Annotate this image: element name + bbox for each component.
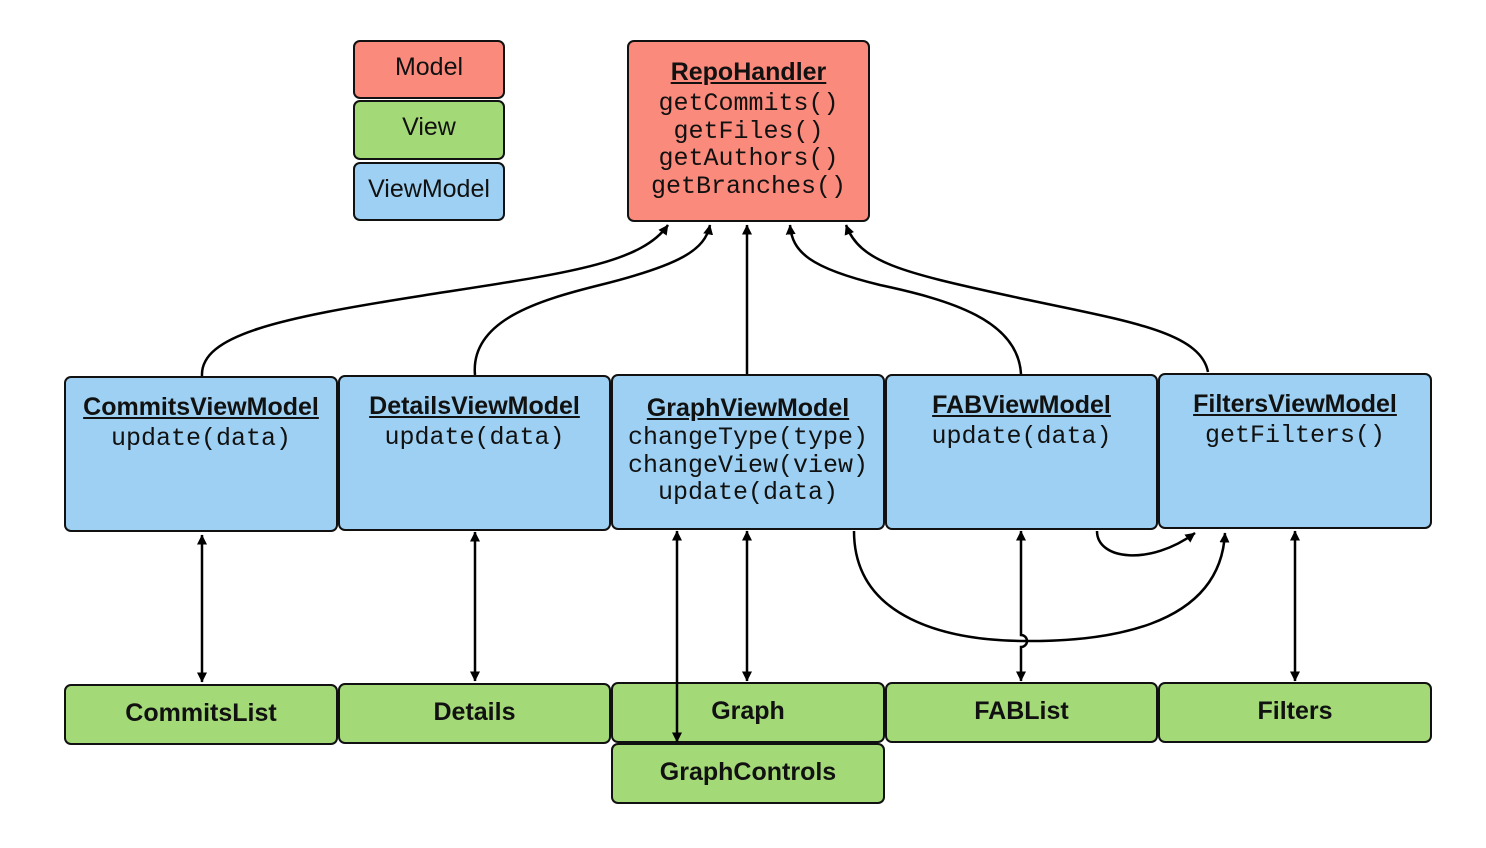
fab-list-label: FABList bbox=[974, 697, 1069, 725]
legend-viewmodel: ViewModel bbox=[353, 162, 505, 221]
commits-viewmodel-methods: update(data) bbox=[66, 425, 336, 453]
graph-controls-label: GraphControls bbox=[659, 758, 837, 786]
repo-handler-method: getAuthors() bbox=[658, 144, 839, 173]
fab-viewmodel-methods: update(data) bbox=[887, 423, 1156, 451]
repo-handler-method: getCommits() bbox=[658, 89, 839, 118]
viewmodel-method: changeType(type) bbox=[627, 423, 869, 452]
filters-box: Filters bbox=[1158, 682, 1432, 743]
arrow-fab-vm-fab-list bbox=[1016, 530, 1029, 682]
graph-controls-box: GraphControls bbox=[611, 743, 885, 804]
legend-model-label: Model bbox=[394, 53, 464, 81]
viewmodel-method: update(data) bbox=[931, 422, 1112, 451]
viewmodel-method: getFilters() bbox=[1204, 421, 1386, 450]
repo-handler-title: RepoHandler bbox=[670, 58, 827, 86]
details-label: Details bbox=[433, 698, 516, 726]
commits-list-box: CommitsList bbox=[64, 684, 338, 745]
details-viewmodel-methods: update(data) bbox=[340, 424, 609, 452]
legend-view: View bbox=[353, 100, 505, 160]
viewmodel-method: update(data) bbox=[384, 423, 565, 452]
repo-handler-method: getFiles() bbox=[673, 116, 824, 146]
graph-label: Graph bbox=[711, 697, 785, 725]
repo-handler-methods: getCommits() getFiles() getAuthors() get… bbox=[629, 90, 868, 200]
repo-handler-box: RepoHandler getCommits() getFiles() getA… bbox=[627, 40, 870, 222]
details-box: Details bbox=[338, 683, 611, 744]
arrow-fab-vm-to-repo bbox=[785, 224, 1023, 375]
arrow-details-vm-to-repo bbox=[473, 224, 714, 376]
filters-viewmodel-methods: getFilters() bbox=[1160, 422, 1430, 450]
fab-list-box: FABList bbox=[885, 682, 1158, 743]
legend-model: Model bbox=[353, 40, 505, 99]
details-viewmodel-title: DetailsViewModel bbox=[369, 392, 580, 420]
arrow-fab-vm-to-filters-vm-large bbox=[852, 530, 1230, 643]
fab-viewmodel-box: FABViewModel update(data) bbox=[885, 374, 1158, 530]
arrow-commits-vm-to-repo bbox=[200, 224, 670, 377]
filters-label: Filters bbox=[1257, 697, 1333, 725]
repo-handler-method: getBranches() bbox=[650, 171, 847, 201]
filters-viewmodel-box: FiltersViewModel getFilters() bbox=[1158, 373, 1432, 529]
fab-viewmodel-title: FABViewModel bbox=[932, 391, 1111, 419]
graph-viewmodel-box: GraphViewModel changeType(type) changeVi… bbox=[611, 374, 885, 530]
commits-viewmodel-title: CommitsViewModel bbox=[83, 393, 319, 421]
graph-viewmodel-title: GraphViewModel bbox=[646, 394, 850, 422]
graph-box: Graph bbox=[611, 682, 885, 743]
graph-viewmodel-methods: changeType(type) changeView(view) update… bbox=[613, 424, 883, 507]
commits-viewmodel-box: CommitsViewModel update(data) bbox=[64, 376, 338, 532]
viewmodel-method: changeView(view) bbox=[627, 450, 869, 480]
filters-viewmodel-title: FiltersViewModel bbox=[1193, 390, 1397, 418]
legend-view-label: View bbox=[402, 113, 456, 141]
arrow-filters-vm-to-repo bbox=[844, 224, 1210, 373]
legend-viewmodel-label: ViewModel bbox=[368, 175, 490, 203]
viewmodel-method: update(data) bbox=[110, 424, 292, 453]
arrow-fab-vm-to-filters-vm-small bbox=[1095, 530, 1196, 557]
viewmodel-method: update(data) bbox=[657, 478, 839, 507]
details-viewmodel-box: DetailsViewModel update(data) bbox=[338, 375, 611, 531]
commits-list-label: CommitsList bbox=[125, 699, 277, 727]
